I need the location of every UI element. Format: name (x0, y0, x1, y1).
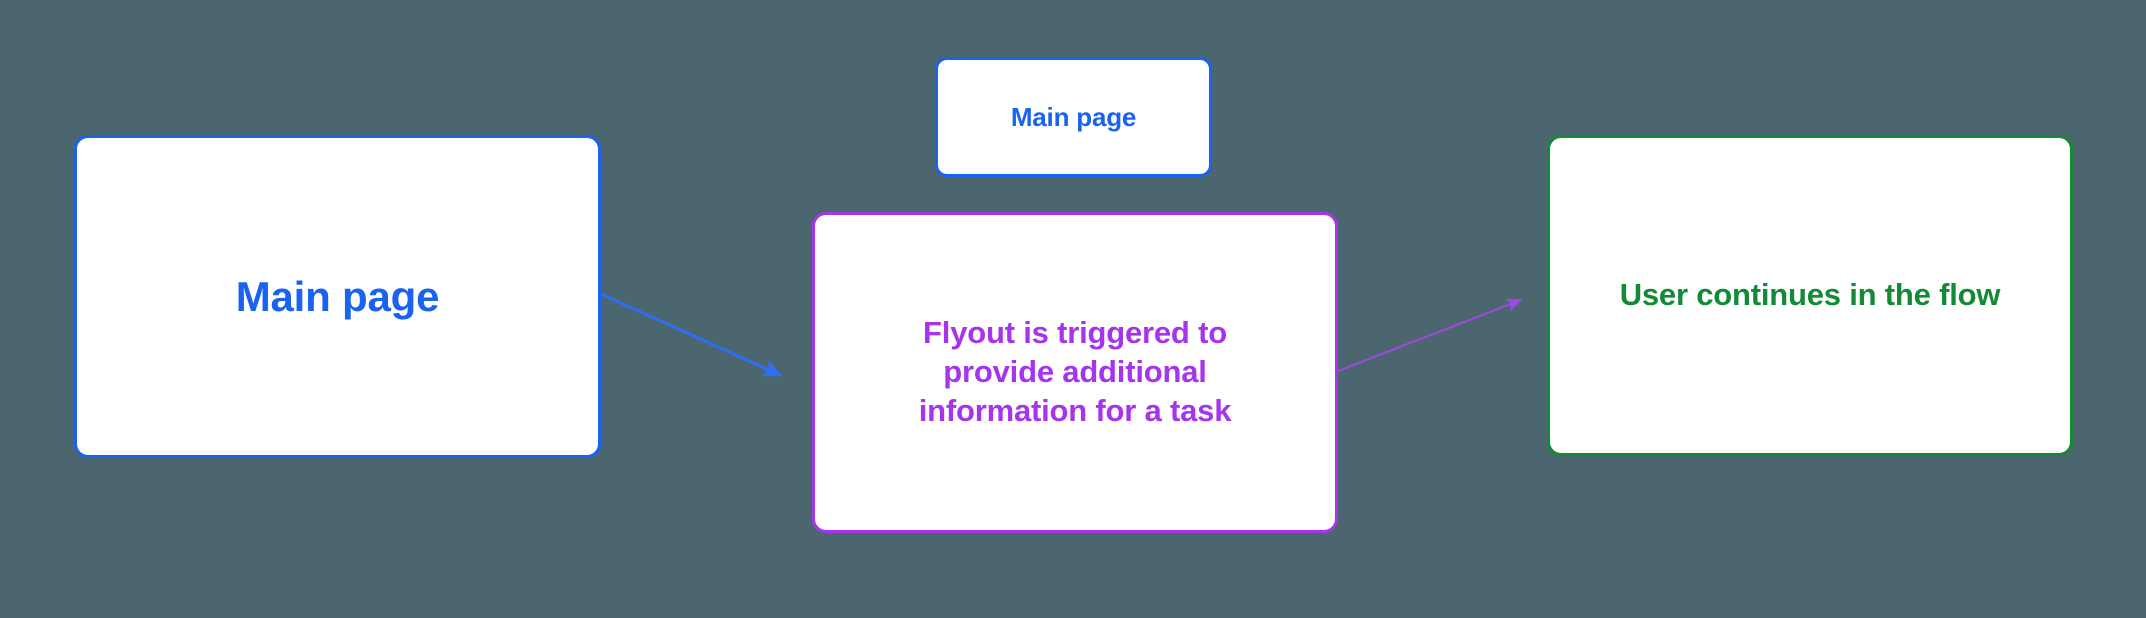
connector-flyout-to-outcome (1337, 298, 1523, 372)
node-outcome-label: User continues in the flow (1619, 277, 2001, 313)
connector-main-page-to-flyout (600, 292, 783, 377)
node-main-page-label: Main page (235, 272, 440, 320)
node-outcome[interactable]: User continues in the flow (1547, 135, 2073, 456)
node-main-page-small-label: Main page (1010, 101, 1137, 132)
node-flyout-label: Flyout is triggered to provide additiona… (918, 315, 1232, 428)
node-main-page-small[interactable]: Main page (935, 57, 1212, 177)
node-flyout[interactable]: Flyout is triggered to provide additiona… (812, 212, 1338, 533)
node-main-page[interactable]: Main page (74, 135, 601, 458)
